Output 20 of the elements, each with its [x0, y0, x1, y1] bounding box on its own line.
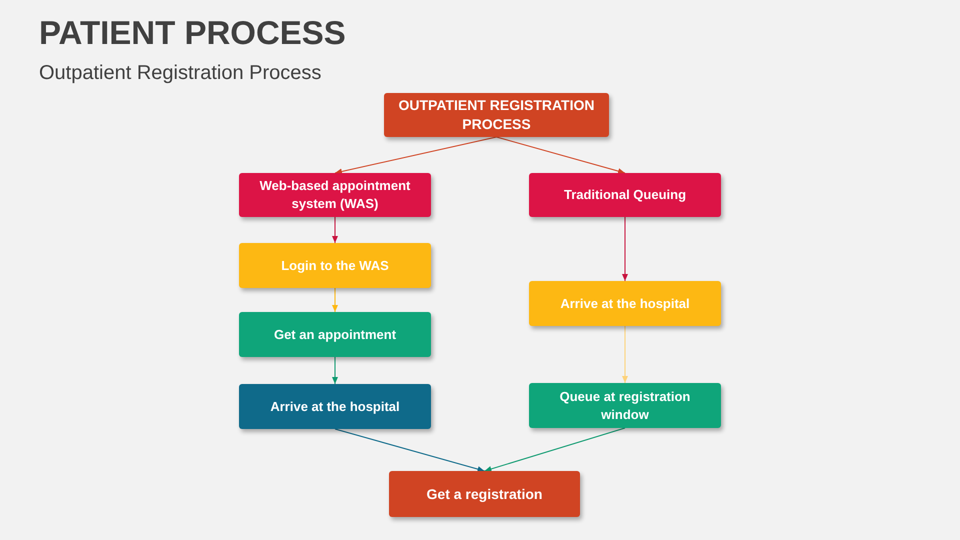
- page-subtitle: Outpatient Registration Process: [39, 62, 322, 85]
- process-box: OUTPATIENT REGISTRATION PROCESS: [384, 93, 609, 137]
- process-box: Web-based appointment system (WAS): [239, 173, 431, 217]
- arrow: [622, 216, 628, 282]
- process-box: Traditional Queuing: [529, 173, 721, 217]
- process-box: Login to the WAS: [239, 243, 431, 288]
- process-box: Get an appointment: [239, 312, 431, 357]
- arrow: [484, 428, 626, 472]
- page-title: PATIENT PROCESS: [39, 14, 346, 52]
- process-box: Get a registration: [389, 471, 580, 517]
- arrow: [334, 428, 485, 472]
- process-box: Arrive at the hospital: [239, 384, 431, 429]
- process-box: Arrive at the hospital: [529, 281, 721, 326]
- arrow: [334, 136, 497, 174]
- process-box: Queue at registration window: [529, 383, 721, 428]
- arrow: [496, 136, 626, 174]
- arrow: [332, 288, 338, 312]
- arrow: [332, 216, 338, 244]
- arrow: [622, 326, 628, 384]
- arrow: [332, 356, 338, 384]
